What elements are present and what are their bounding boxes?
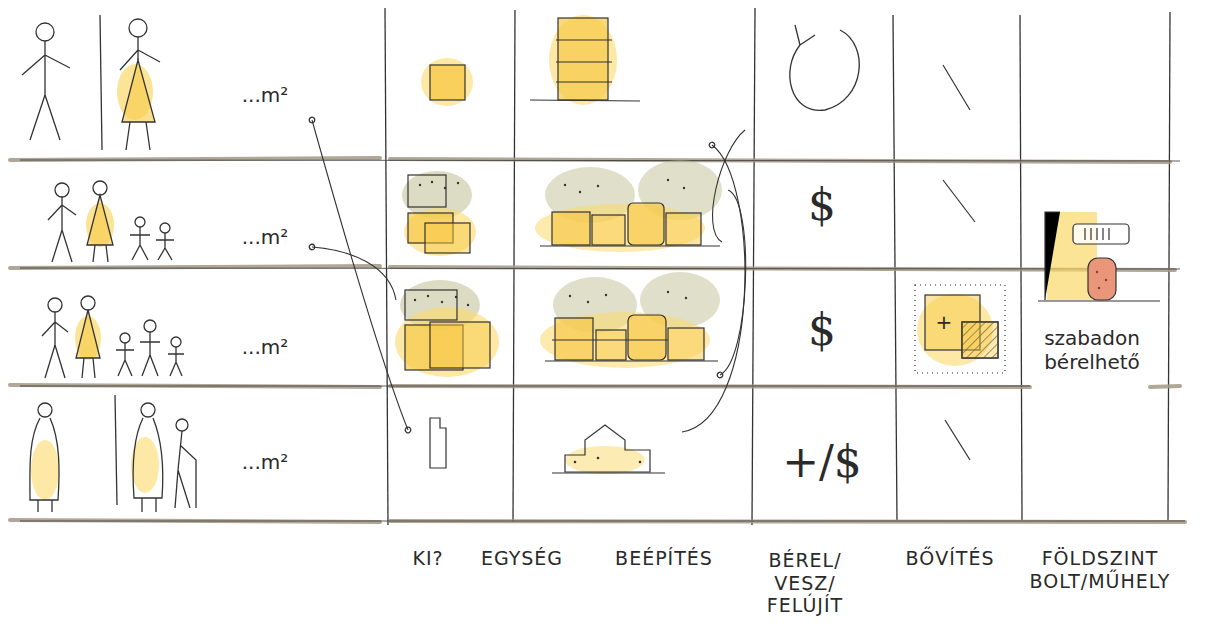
column-header: BÉREL/ VESZ/ FELÚJÍT: [759, 549, 851, 617]
note-label: szabadon bérelhető: [1032, 326, 1152, 374]
cost-symbol: $: [808, 304, 836, 357]
column-header: BŐVÍTÉS: [906, 547, 995, 570]
cost-symbol: +/$: [782, 436, 862, 489]
cost-symbol: $: [808, 179, 836, 232]
area-label: ...m²: [242, 225, 289, 249]
plus-symbol: +: [936, 310, 953, 334]
area-label: ...m²: [242, 450, 289, 474]
column-header: BEÉPÍTÉS: [615, 547, 713, 570]
column-header: FÖLDSZINT BOLT/MŰHELY: [1025, 547, 1175, 593]
column-header: EGYSÉG: [481, 547, 563, 570]
area-label: ...m²: [242, 335, 289, 359]
column-header: KI?: [412, 547, 443, 570]
area-label: ...m²: [242, 83, 289, 107]
